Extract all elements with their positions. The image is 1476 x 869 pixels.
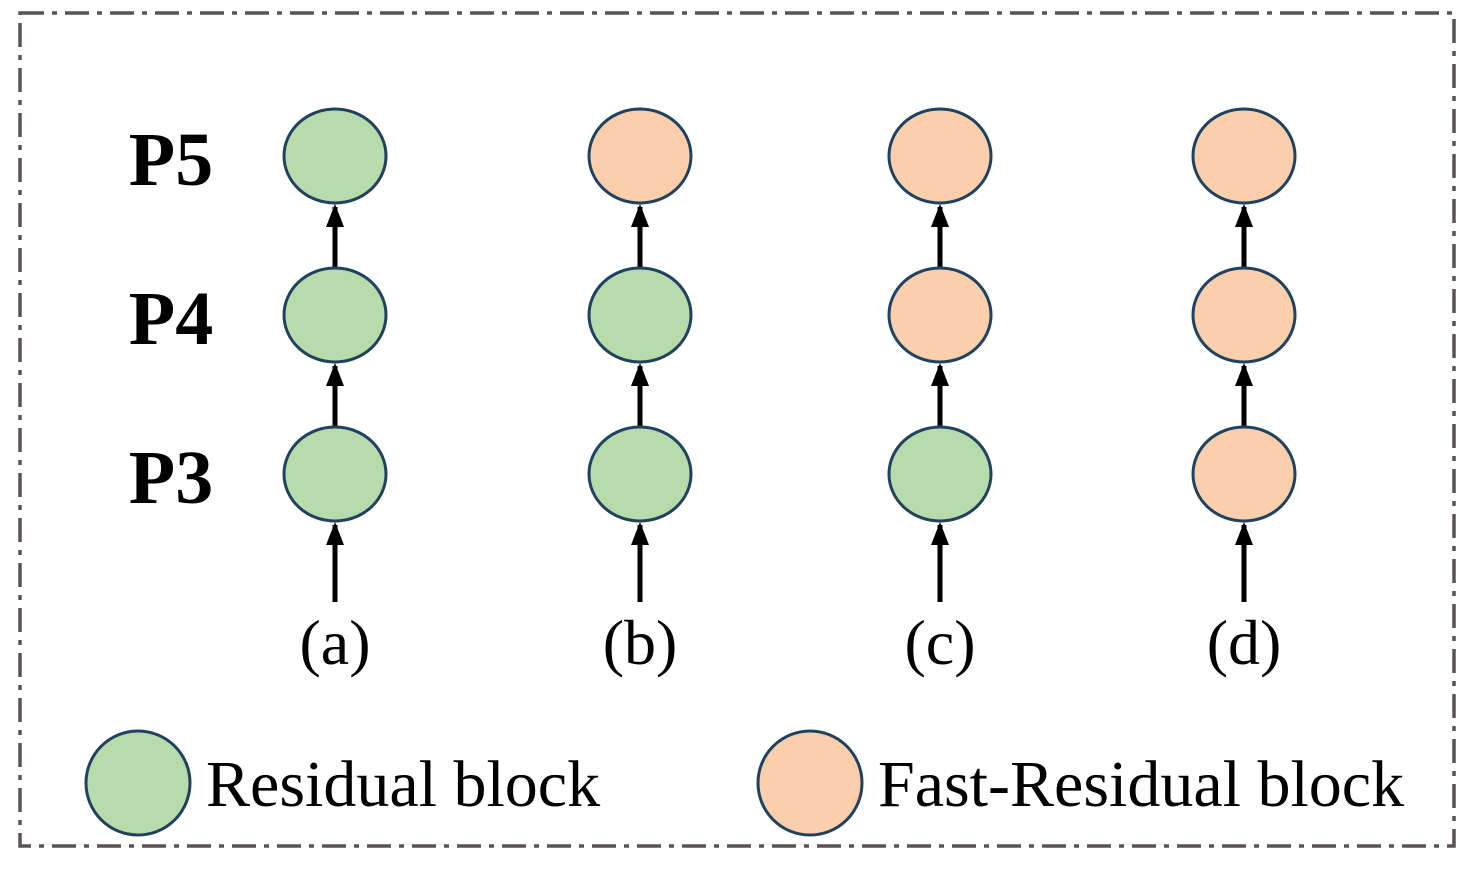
row-label-P3: P3	[129, 436, 213, 520]
column-c: (c)	[887, 107, 993, 678]
legend-item-residual: Residual block	[84, 729, 600, 837]
node-c-P3-residual-block	[887, 425, 993, 523]
legend-group: Residual block Fast-Residual block	[84, 729, 1404, 837]
node-a-P4-residual-block	[282, 266, 388, 364]
node-b-P3-residual-block	[587, 425, 693, 523]
row-label-P4: P4	[129, 277, 213, 361]
node-c-P5-fast-residual-block	[887, 107, 993, 205]
node-d-P4-fast-residual-block	[1191, 266, 1297, 364]
column-label-a: (a)	[299, 607, 370, 678]
columns-group: (a) (b) (c) (d)	[282, 107, 1297, 678]
legend-label-residual: Residual block	[206, 748, 600, 821]
column-b: (b)	[587, 107, 693, 678]
orange-circle-icon	[756, 729, 864, 837]
column-label-d: (d)	[1207, 607, 1282, 678]
node-a-P5-residual-block	[282, 107, 388, 205]
legend-item-fast-residual: Fast-Residual block	[756, 729, 1404, 837]
column-label-c: (c)	[904, 607, 975, 678]
row-label-P5: P5	[129, 118, 213, 202]
legend-label-fast-residual: Fast-Residual block	[878, 748, 1404, 821]
column-d: (d)	[1191, 107, 1297, 678]
column-label-b: (b)	[603, 607, 678, 678]
green-circle-icon	[84, 729, 192, 837]
node-c-P4-fast-residual-block	[887, 266, 993, 364]
node-d-P3-fast-residual-block	[1191, 425, 1297, 523]
node-a-P3-residual-block	[282, 425, 388, 523]
column-a: (a)	[282, 107, 388, 678]
node-d-P5-fast-residual-block	[1191, 107, 1297, 205]
node-b-P5-fast-residual-block	[587, 107, 693, 205]
figure-border	[18, 11, 1456, 848]
node-b-P4-residual-block	[587, 266, 693, 364]
